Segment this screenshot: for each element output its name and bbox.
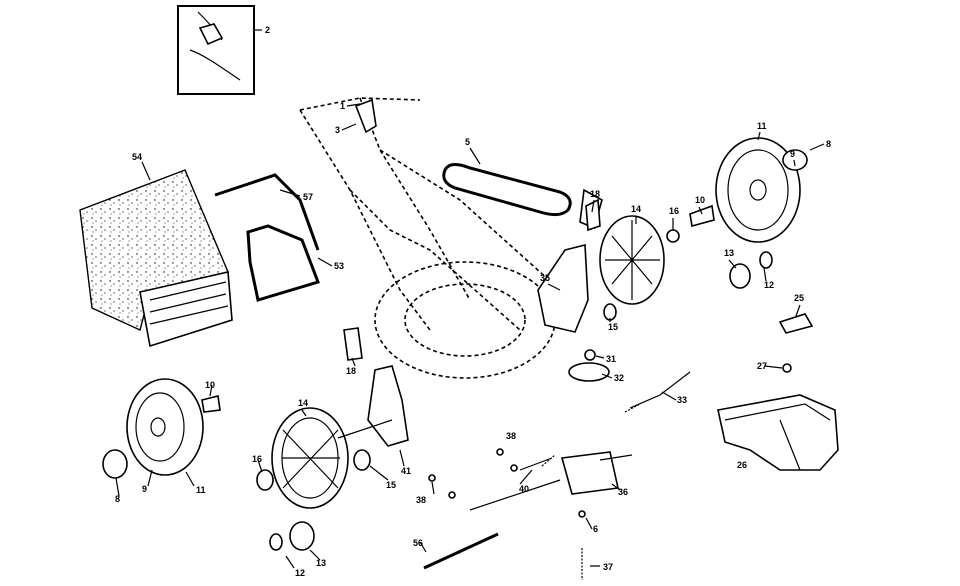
- callout-54: 54: [132, 152, 142, 162]
- callout-37: 37: [603, 562, 613, 572]
- callout-33: 33: [677, 395, 687, 405]
- grass-bag-54: [79, 169, 233, 348]
- callout-57: 57: [303, 192, 313, 202]
- pulley-32: [568, 349, 610, 382]
- wheel-11-bottom: [102, 378, 204, 479]
- callout-38-right: 38: [506, 431, 516, 441]
- callout-25: 25: [794, 293, 804, 303]
- drive-wheel-14-bottom: [271, 407, 349, 509]
- callout-31: 31: [606, 354, 616, 364]
- callout-12-bottom: 12: [295, 568, 305, 578]
- callout-11-top: 11: [757, 121, 767, 131]
- cable-and-linkage: [469, 371, 691, 511]
- callout-10-top: 10: [695, 195, 705, 205]
- callout-3: 3: [335, 125, 340, 135]
- callout-6: 6: [593, 524, 598, 534]
- part-2-inset: [177, 5, 262, 95]
- bag-frame-57-53: [214, 173, 320, 302]
- callout-18-top: 18: [590, 189, 600, 199]
- callout-14-top: 14: [631, 204, 641, 214]
- rod-56: [423, 532, 499, 570]
- callout-13-top: 13: [724, 248, 734, 258]
- leader-lines: [115, 103, 825, 569]
- callout-11-bottom: 11: [196, 485, 206, 495]
- belt-5: [442, 163, 572, 217]
- callout-16-top: 16: [669, 206, 679, 216]
- misc-small-parts: [201, 149, 808, 499]
- callout-8-top: 8: [826, 139, 831, 149]
- callout-10-bottom: 10: [205, 380, 215, 390]
- bracket-41: [337, 365, 409, 447]
- callout-9-top: 9: [790, 149, 795, 159]
- callout-36: 36: [618, 487, 628, 497]
- callout-2: 2: [265, 25, 270, 35]
- discharge-26: [717, 394, 839, 471]
- callout-26: 26: [737, 460, 747, 470]
- callout-1: 1: [340, 101, 345, 111]
- spring-37: [578, 510, 586, 580]
- callout-18-bottom: 18: [346, 366, 356, 376]
- callout-labels: 2 1 3 5 18 14 16 10 11 9 8 13 12 54 57 5…: [115, 25, 831, 578]
- drive-wheel-14-top: [599, 215, 665, 305]
- handle-assembly-dashed: [299, 97, 561, 331]
- callout-53: 53: [334, 261, 344, 271]
- callout-56: 56: [413, 538, 423, 548]
- callout-38-left: 38: [416, 495, 426, 505]
- callout-8-bottom: 8: [115, 494, 120, 504]
- callout-5: 5: [465, 137, 470, 147]
- callout-12-top: 12: [764, 280, 774, 290]
- callout-16-bottom: 16: [252, 454, 262, 464]
- callout-9-bottom: 9: [142, 484, 147, 494]
- callout-40: 40: [519, 484, 529, 494]
- callout-35: 35: [540, 273, 550, 283]
- gear-13-top: [729, 251, 773, 289]
- callout-41: 41: [401, 466, 411, 476]
- deck-dashed: [374, 261, 556, 379]
- callout-15-bottom: 15: [386, 480, 396, 490]
- callout-27: 27: [757, 361, 767, 371]
- gear-13-bottom: [269, 521, 315, 551]
- part-25-27: [778, 313, 814, 373]
- callout-13-bottom: 13: [316, 558, 326, 568]
- callout-15-top: 15: [608, 322, 618, 332]
- callout-14-bottom: 14: [298, 398, 308, 408]
- callout-32: 32: [614, 373, 624, 383]
